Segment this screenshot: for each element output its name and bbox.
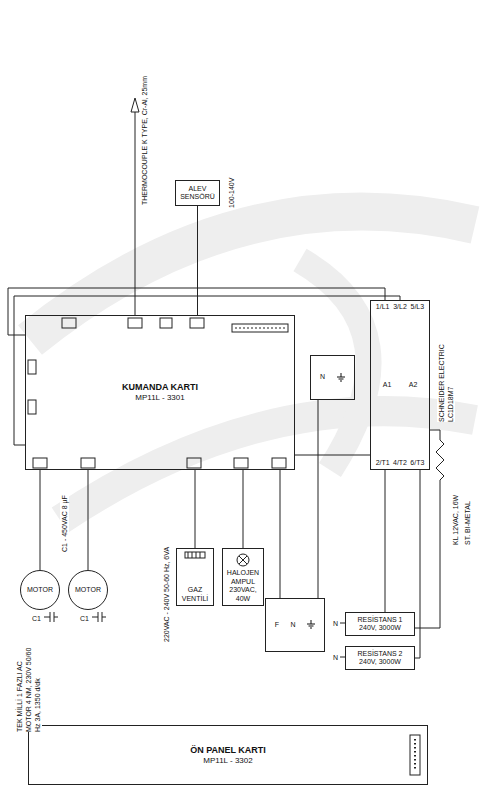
node-text: 6/T3 bbox=[409, 459, 425, 467]
connector-pad bbox=[28, 400, 36, 414]
part-spec: C1 - 450VAC 8 µF bbox=[60, 495, 69, 552]
valve-coil bbox=[185, 552, 205, 558]
node-text: F bbox=[274, 621, 280, 629]
resistor-box: RESİSTANS 1240V, 3000W bbox=[345, 612, 415, 636]
part-spec: SCHNEIDER ELECTRIC LC1D18M7 bbox=[437, 310, 455, 422]
node-text: A1 bbox=[382, 381, 393, 389]
node-text: HALOJEN AMPUL bbox=[226, 569, 260, 586]
node-text: 240V, 3000W bbox=[359, 624, 401, 632]
terminal-row: 2/T14/T26/T3 bbox=[374, 459, 426, 467]
flame-sensor-box: ALEV SENSÖRÜ bbox=[175, 180, 220, 206]
part-spec: 220VAC - 240V 50-60 Hz, 6VA bbox=[162, 547, 171, 642]
node-text: 5/L3 bbox=[410, 303, 426, 311]
neutral-terminal: N bbox=[310, 355, 355, 400]
resistor-box: RESİSTANS 2240V, 3000W bbox=[345, 646, 415, 670]
earth-symbol bbox=[307, 620, 315, 628]
board-title: ÖN PANEL KARTI bbox=[190, 745, 266, 756]
pin-header bbox=[414, 739, 416, 771]
terminal-row: A1 A2 bbox=[374, 381, 426, 389]
wire bbox=[14, 296, 400, 445]
control-board: KUMANDA KARTIMP11L - 3301 bbox=[25, 315, 295, 470]
wire-connector bbox=[88, 470, 89, 570]
connector-pad bbox=[234, 458, 248, 468]
node-text: 240V, 3000W bbox=[359, 658, 401, 666]
terminal-name: N bbox=[333, 619, 338, 628]
front-panel-board: ÖN PANEL KARTIMP11L - 3302 bbox=[28, 725, 428, 785]
ribbon-pins bbox=[235, 328, 286, 329]
node-text: A2 bbox=[408, 381, 419, 389]
board-title: KUMANDA KARTI bbox=[122, 382, 198, 393]
terminal-row: 1/L13/L25/L3 bbox=[374, 303, 426, 311]
connector-pad bbox=[160, 318, 172, 328]
node-text: RESİSTANS 2 bbox=[358, 650, 403, 658]
lamp-box: HALOJEN AMPUL230VAC, 40W bbox=[222, 548, 264, 606]
watermark bbox=[30, 212, 475, 520]
wire-connector bbox=[415, 470, 420, 658]
pin-header bbox=[410, 735, 420, 775]
node-text: N bbox=[290, 621, 297, 629]
part-spec: 100-140V bbox=[227, 178, 236, 208]
node-text: GAZ VENTİLİ bbox=[180, 586, 210, 603]
valve-coil bbox=[188, 552, 200, 558]
contactor-box: 1/L13/L25/L3A1 A2 2/T14/T26/T3 bbox=[370, 300, 430, 470]
node-text: 3/L2 bbox=[392, 303, 408, 311]
lamp-symbol bbox=[239, 556, 247, 564]
terminal-row: N bbox=[314, 373, 351, 383]
gas-valve-box: GAZ VENTİLİ bbox=[176, 548, 214, 606]
lamp-symbol bbox=[237, 554, 249, 566]
connector-pad bbox=[33, 458, 47, 468]
node-text: MP11L - 3301 bbox=[135, 393, 184, 403]
wire bbox=[8, 288, 385, 335]
node-text: 4/T2 bbox=[392, 459, 408, 467]
connector-pad bbox=[190, 318, 204, 328]
ribbon-connector bbox=[232, 324, 288, 332]
connector-pad bbox=[81, 458, 95, 468]
node-text: RESİSTANS 1 bbox=[358, 616, 403, 624]
motor-circle: MOTOR bbox=[68, 570, 108, 610]
wire-connector bbox=[197, 206, 198, 315]
node-text: 230VAC, 40W bbox=[226, 586, 260, 603]
thermocouple-probe bbox=[135, 112, 136, 315]
part-name: C1 bbox=[80, 614, 89, 623]
connector-pad bbox=[28, 360, 36, 374]
node-text: MOTOR bbox=[75, 586, 101, 594]
part-spec: KL 12VAC, 16W bbox=[451, 495, 460, 545]
connector-pad bbox=[272, 458, 286, 468]
node-text: MOTOR bbox=[27, 586, 53, 594]
connector-pad bbox=[62, 318, 76, 328]
earth-symbol bbox=[336, 373, 346, 383]
earth-symbol bbox=[337, 373, 345, 381]
terminal-name: N bbox=[333, 653, 338, 662]
capacitor-symbol bbox=[92, 612, 106, 622]
wire-connector bbox=[385, 470, 386, 612]
node-text: 1/L1 bbox=[375, 303, 391, 311]
wire-connector bbox=[195, 470, 196, 548]
terminal-row: FN bbox=[269, 620, 321, 630]
wire-connector bbox=[280, 470, 281, 598]
wire-connector bbox=[243, 470, 244, 548]
part-spec: THERMOCOUPLE K TYPE, Cr-Al, 25mm bbox=[140, 76, 149, 205]
node-text: N bbox=[319, 373, 326, 381]
node-text: MP11L - 3302 bbox=[203, 756, 252, 766]
wire-connector bbox=[318, 400, 319, 598]
node-text: 2/T1 bbox=[375, 459, 391, 467]
capacitor-symbol bbox=[44, 612, 58, 622]
part-spec: ST. BI-METAL bbox=[463, 501, 472, 545]
earth-symbol bbox=[306, 620, 316, 630]
motor-circle: MOTOR bbox=[20, 570, 60, 610]
node-text: ALEV SENSÖRÜ bbox=[179, 185, 216, 202]
connector-pad bbox=[128, 318, 142, 328]
mains-terminal: FN bbox=[265, 598, 325, 652]
part-name: C1 bbox=[32, 614, 41, 623]
part-spec: TEK MİLLİ 1 FAZLI AC MOTOR 4 NM, 230V 50… bbox=[15, 644, 42, 732]
wire-connector bbox=[40, 470, 41, 570]
wire-connector bbox=[295, 455, 370, 456]
probe-tip bbox=[131, 98, 139, 112]
connector-pad bbox=[187, 458, 201, 468]
